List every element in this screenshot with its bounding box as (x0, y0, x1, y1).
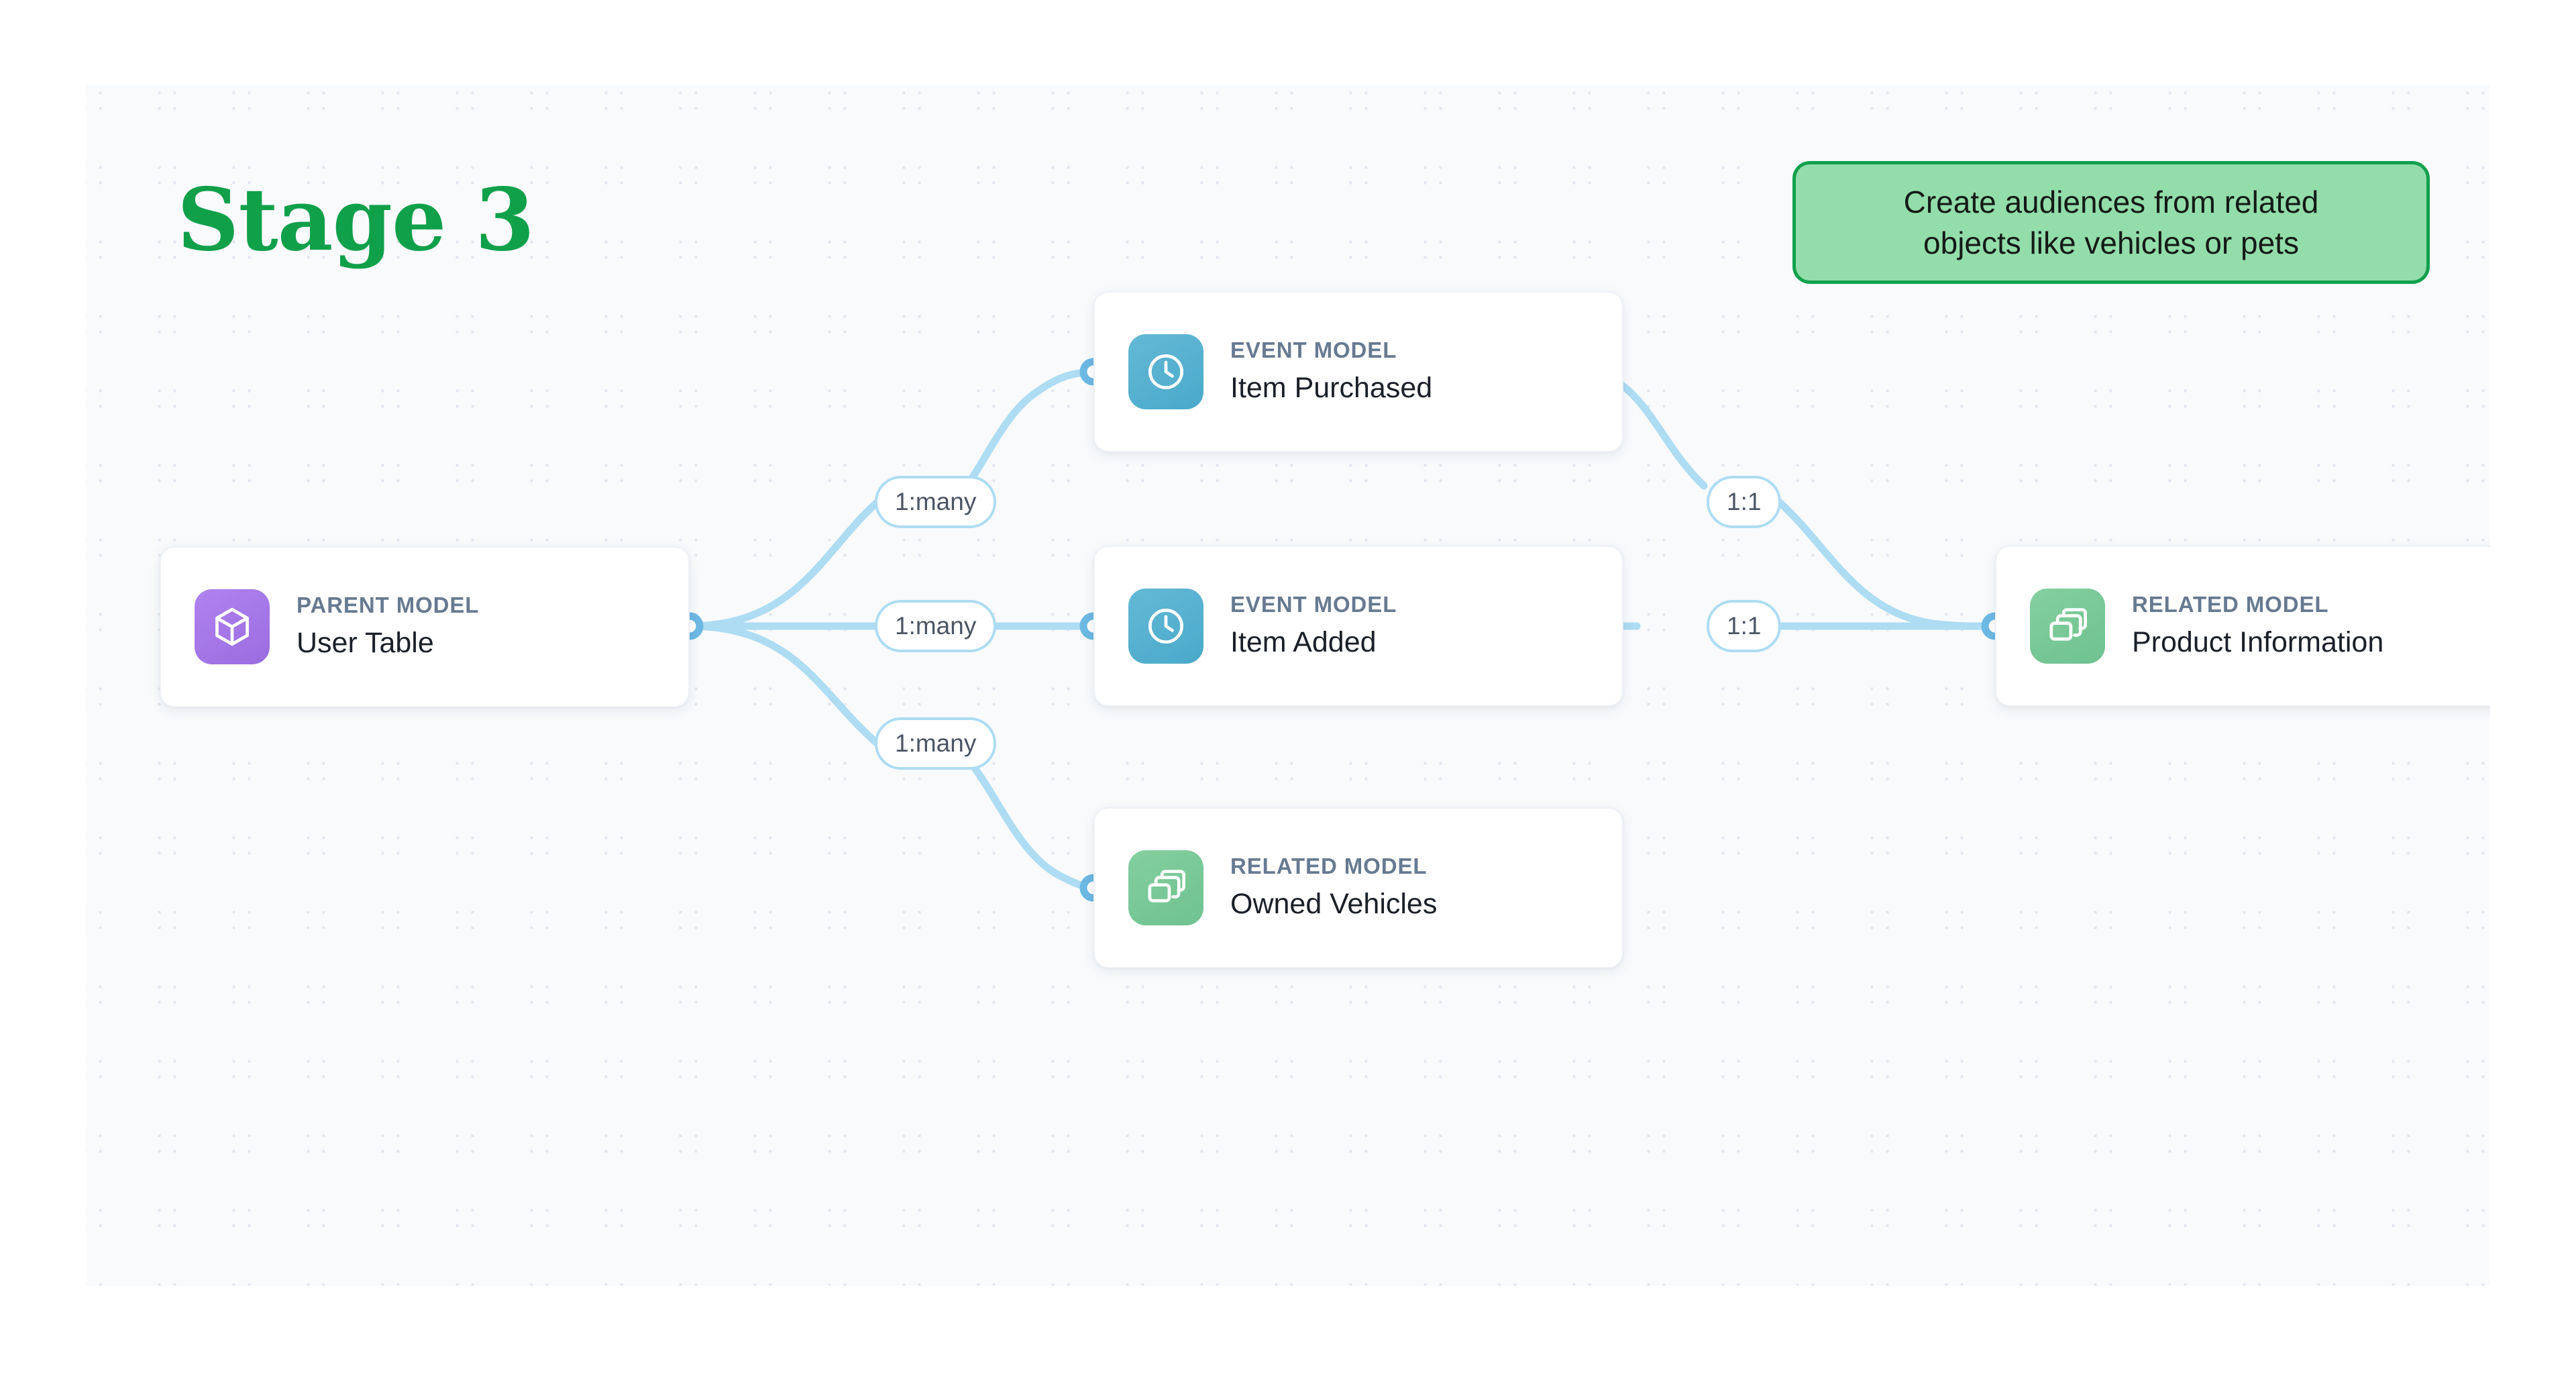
relationship-pill-3[interactable]: 1:many (875, 717, 997, 770)
node-text: RELATED MODEL Owned Vehicles (1230, 852, 1437, 923)
node-title-label: Item Added (1230, 625, 1377, 658)
node-title-label: Item Purchased (1230, 371, 1433, 404)
node-card-item-purchased[interactable]: EVENT MODEL Item Purchased (1093, 291, 1623, 452)
relationship-pill-2[interactable]: 1:many (875, 600, 997, 652)
node-card-owned-vehicles[interactable]: RELATED MODEL Owned Vehicles (1093, 807, 1623, 968)
node-text: RELATED MODEL Product Information (2132, 591, 2383, 661)
callout-line-1: Create audiences from related (1903, 185, 2319, 219)
callout-box: Create audiences from related objects li… (1792, 161, 2430, 285)
layers-icon (2030, 589, 2105, 664)
relationship-label: 1:many (895, 729, 977, 757)
node-title-label: Product Information (2132, 625, 2384, 658)
node-kind-label: EVENT MODEL (1230, 592, 1397, 617)
relationship-pill-1[interactable]: 1:many (875, 476, 997, 528)
clock-icon (1128, 334, 1203, 409)
relationship-label: 1:many (895, 612, 977, 640)
graph-canvas[interactable]: 1:many 1:many 1:many 1:1 1:1 PARENT MODE (86, 85, 2490, 1286)
node-title-label: Owned Vehicles (1230, 887, 1438, 920)
layers-icon (1128, 850, 1203, 925)
node-kind-label: RELATED MODEL (2132, 592, 2329, 617)
relationship-label: 1:many (895, 488, 977, 515)
node-card-parent-model[interactable]: PARENT MODEL User Table (160, 546, 690, 707)
edge-item-purchased-to-product-b (1775, 498, 1999, 630)
page-title: Stage 3 (177, 170, 535, 270)
node-card-item-added[interactable]: EVENT MODEL Item Added (1093, 546, 1623, 707)
node-kind-label: PARENT MODEL (297, 593, 480, 618)
relationship-pill-4[interactable]: 1:1 (1707, 476, 1782, 528)
relationship-pill-5[interactable]: 1:1 (1707, 600, 1782, 652)
node-card-product-information[interactable]: RELATED MODEL Product Information (1995, 546, 2490, 707)
node-kind-label: RELATED MODEL (1230, 854, 1428, 879)
cube-icon (195, 589, 270, 664)
node-title-label: User Table (297, 626, 434, 659)
edge-parent-to-item-purchased (686, 498, 881, 630)
node-kind-label: EVENT MODEL (1230, 338, 1397, 363)
node-text: EVENT MODEL Item Purchased (1230, 336, 1432, 407)
clock-icon (1128, 589, 1203, 664)
relationship-label: 1:1 (1727, 488, 1762, 515)
node-text: EVENT MODEL Item Added (1230, 591, 1397, 661)
edge-parent-to-owned-vehicles-a (686, 622, 881, 748)
relationship-label: 1:1 (1727, 612, 1762, 640)
node-text: PARENT MODEL User Table (297, 591, 479, 662)
callout-line-2: objects like vehicles or pets (1923, 225, 2299, 260)
